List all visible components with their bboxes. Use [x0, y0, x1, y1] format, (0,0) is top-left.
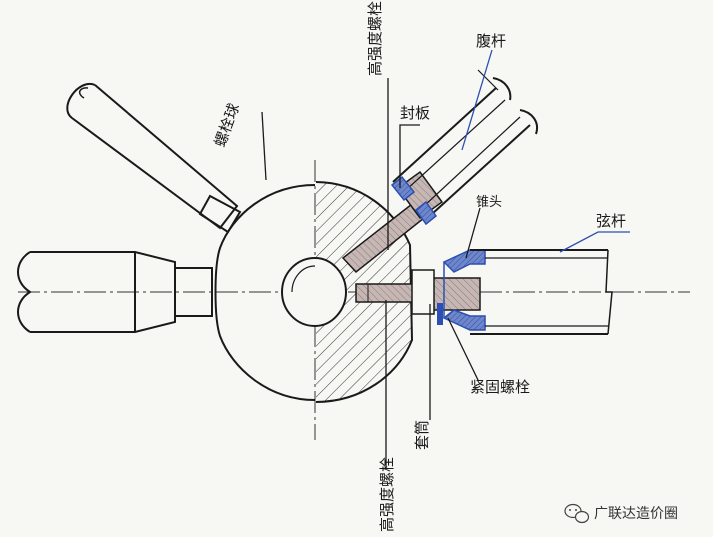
left-horizontal-rod — [17, 251, 213, 333]
watermark-text: 广联达造价圈 — [594, 506, 678, 522]
wechat-icon — [564, 503, 590, 524]
label-high-strength-bolt-bottom: 高强度螺栓 — [378, 457, 396, 532]
sleeve — [411, 269, 443, 325]
diagonal-high-strength-bolt — [341, 170, 444, 274]
label-web-member: 腹杆 — [476, 32, 506, 50]
label-bolt-ball: 螺栓球 — [211, 101, 243, 149]
label-chord-member: 弦杆 — [596, 212, 626, 230]
seal-plate — [390, 175, 438, 226]
label-sleeve: 套筒 — [413, 420, 431, 450]
label-fastening-bolt: 紧固螺栓 — [470, 378, 530, 396]
label-cone-head: 锥头 — [476, 195, 502, 210]
watermark: 广联达造价圈 — [564, 503, 678, 524]
web-member-tube — [392, 69, 538, 215]
upper-left-rod — [66, 82, 242, 234]
label-high-strength-bolt-top: 高强度螺栓 — [366, 1, 384, 76]
chord-member-tube — [470, 249, 613, 335]
label-seal-plate: 封板 — [400, 104, 430, 122]
leader-lines — [261, 49, 630, 468]
cone-head — [442, 249, 486, 331]
